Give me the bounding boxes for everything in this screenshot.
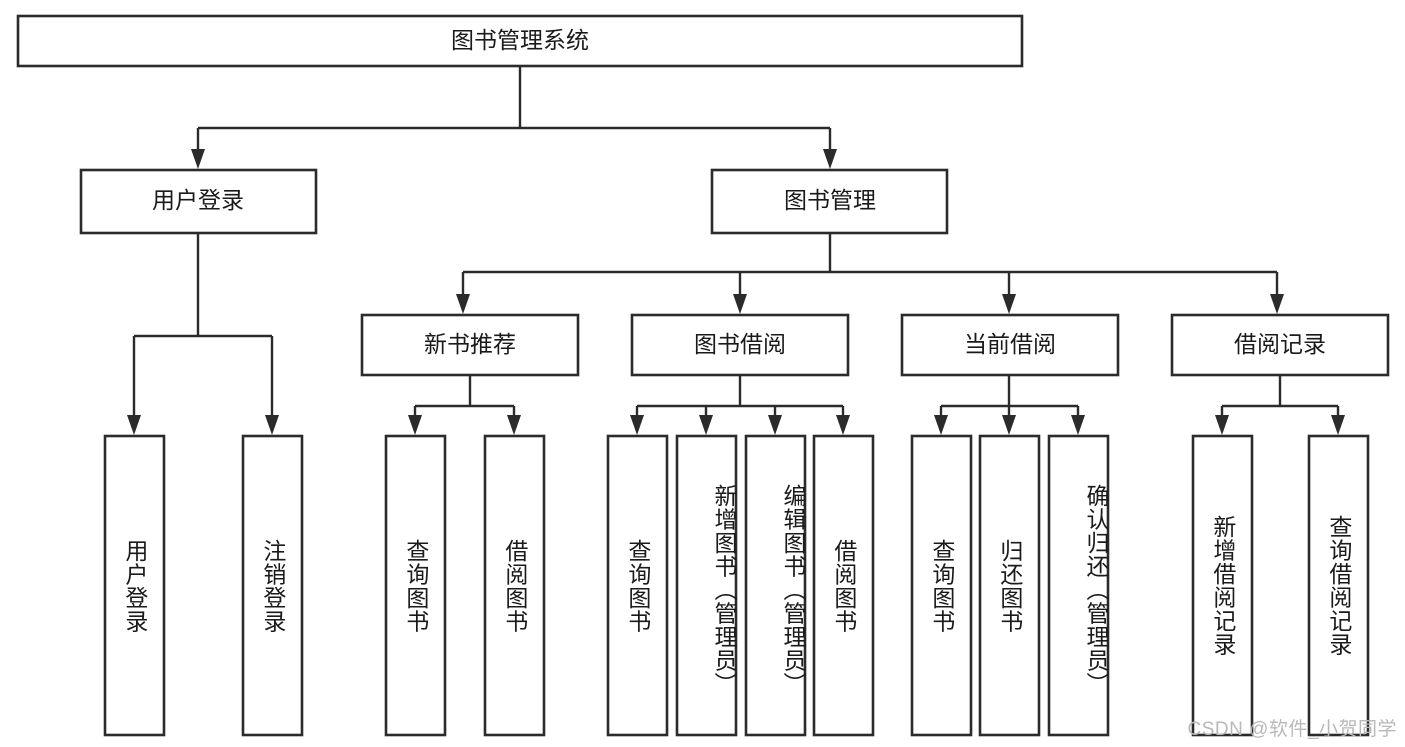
arrowhead-leaf-borrow-book-2 bbox=[836, 415, 850, 435]
arrowhead-leaf-user-login bbox=[127, 415, 141, 435]
node-box-leaf-confirm-return[interactable] bbox=[1047, 434, 1110, 737]
node-label-borrow-record: 借阅记录 bbox=[1234, 331, 1326, 357]
node-box-new-book-recommend[interactable] bbox=[360, 313, 580, 377]
node-label-new-book-recommend: 新书推荐 bbox=[424, 331, 516, 357]
node-box-leaf-borrow-book-2[interactable] bbox=[812, 434, 875, 737]
arrowhead-leaf-query-book-1 bbox=[408, 415, 422, 435]
node-box-book-manage[interactable] bbox=[710, 168, 949, 235]
node-box-leaf-add-book[interactable] bbox=[675, 434, 738, 737]
arrowhead-borrow-record bbox=[1270, 294, 1284, 314]
arrowhead-leaf-edit-book bbox=[768, 415, 782, 435]
node-box-leaf-return-book[interactable] bbox=[978, 434, 1041, 737]
arrowhead-current-borrow bbox=[1002, 294, 1016, 314]
node-label-current-borrow: 当前借阅 bbox=[964, 331, 1056, 357]
node-box-borrow-record[interactable] bbox=[1170, 313, 1390, 377]
arrowhead-leaf-return-book bbox=[1002, 415, 1016, 435]
arrowhead-leaf-confirm-return bbox=[1071, 415, 1085, 435]
node-box-leaf-query-book-3[interactable] bbox=[910, 434, 973, 737]
connector-layer bbox=[127, 66, 1345, 435]
arrowhead-leaf-logout-login bbox=[265, 415, 279, 435]
node-label-user-login: 用户登录 bbox=[152, 187, 244, 213]
arrowhead-new-book-recommend bbox=[456, 294, 470, 314]
arrowhead-book-borrow bbox=[733, 294, 747, 314]
arrowhead-book-manage bbox=[823, 149, 837, 169]
node-box-leaf-user-login[interactable] bbox=[103, 434, 166, 737]
watermark-text: CSDN @软件_小贺同学 bbox=[1187, 719, 1397, 740]
arrowhead-leaf-query-book-3 bbox=[934, 415, 948, 435]
node-box-leaf-query-book-2[interactable] bbox=[606, 434, 669, 737]
node-layer: 图书管理系统 用户登录 图书管理 新书推荐 图书借阅 当前借阅 借阅记录 bbox=[16, 14, 1390, 737]
arrowhead-leaf-borrow-book-1 bbox=[507, 415, 521, 435]
node-box-leaf-query-record[interactable] bbox=[1307, 434, 1370, 737]
node-box-current-borrow[interactable] bbox=[900, 313, 1120, 377]
arrowhead-user-login bbox=[191, 149, 205, 169]
node-box-book-borrow[interactable] bbox=[630, 313, 850, 377]
arrowhead-leaf-add-book bbox=[699, 415, 713, 435]
arrowhead-leaf-add-record bbox=[1215, 415, 1229, 435]
arrowhead-leaf-query-book-2 bbox=[630, 415, 644, 435]
node-box-leaf-edit-book[interactable] bbox=[744, 434, 807, 737]
node-box-root[interactable] bbox=[16, 14, 1024, 68]
node-box-leaf-logout-login[interactable] bbox=[241, 434, 304, 737]
arrowhead-leaf-query-record bbox=[1331, 415, 1345, 435]
node-box-user-login[interactable] bbox=[79, 168, 318, 235]
node-box-leaf-borrow-book-1[interactable] bbox=[483, 434, 546, 737]
node-label-root: 图书管理系统 bbox=[451, 27, 589, 53]
node-label-book-borrow: 图书借阅 bbox=[694, 331, 786, 357]
node-label-book-manage: 图书管理 bbox=[784, 187, 876, 213]
node-box-leaf-query-book-1[interactable] bbox=[384, 434, 447, 737]
node-box-leaf-add-record[interactable] bbox=[1191, 434, 1254, 737]
